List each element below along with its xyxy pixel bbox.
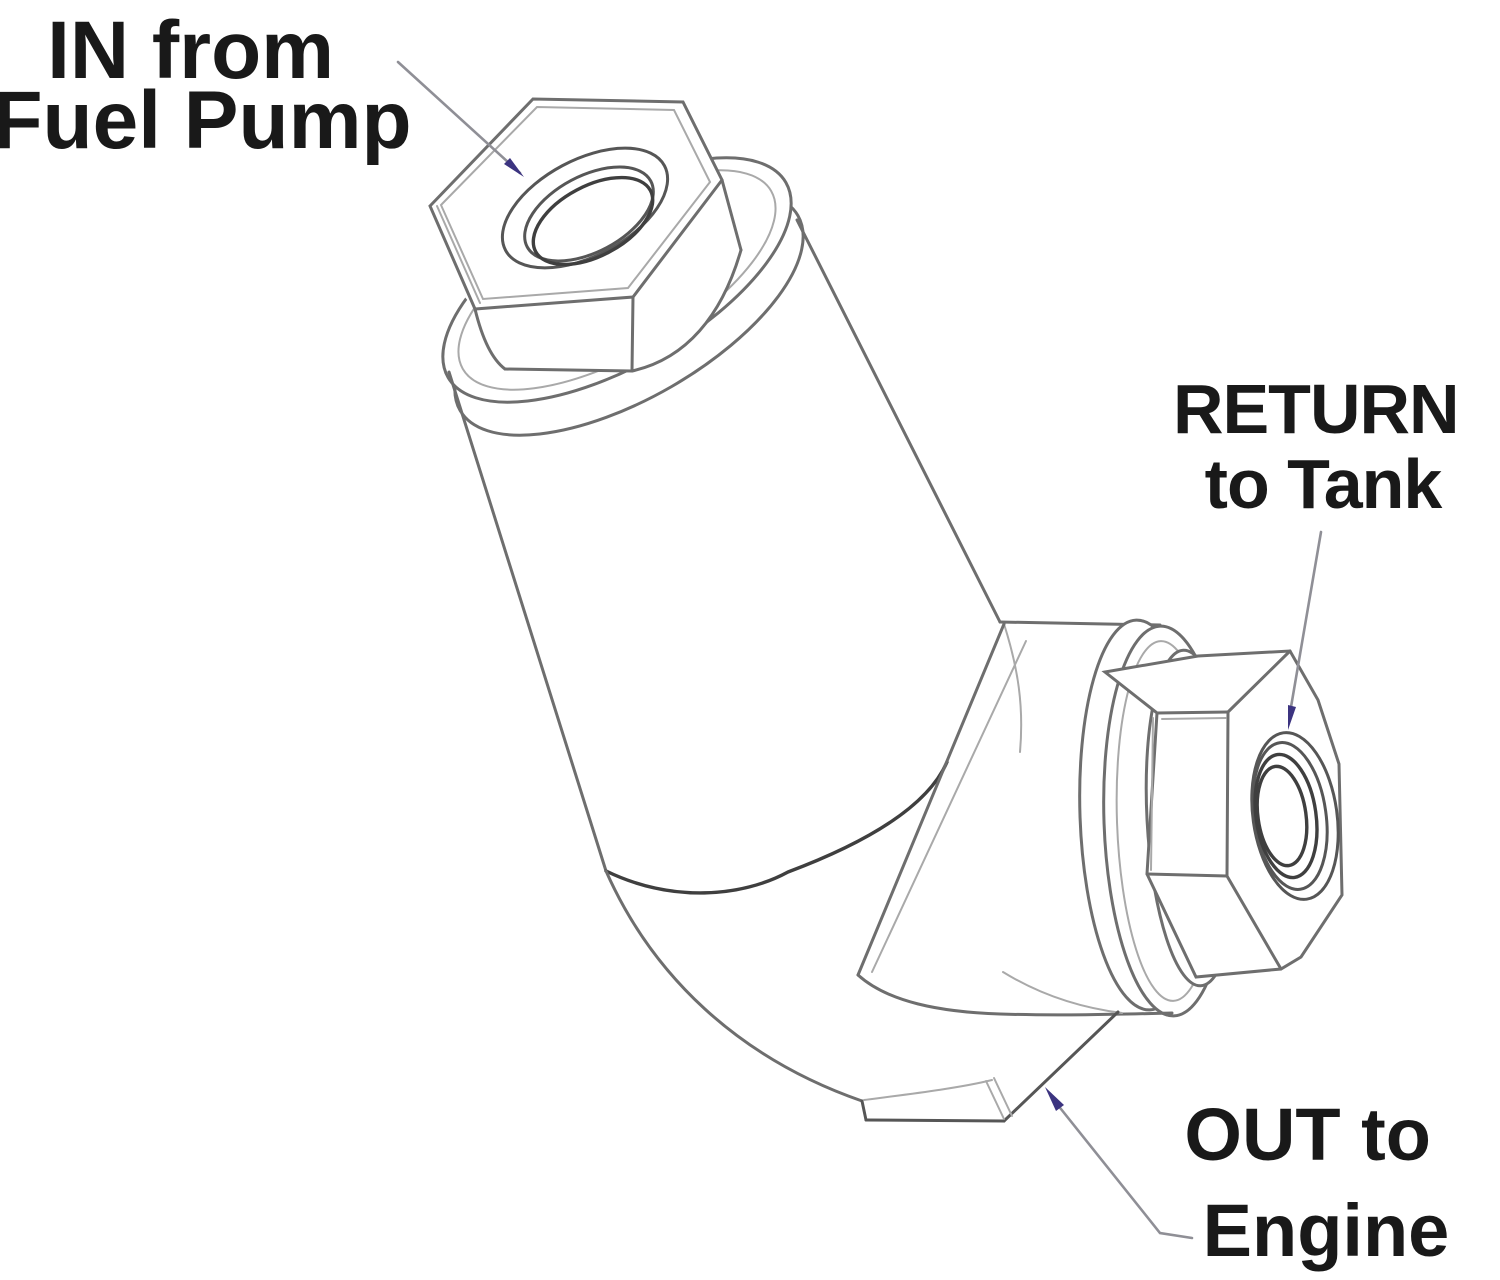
return-nut-top-bevel-edge	[1226, 649, 1292, 714]
wedge-upper-chamfer	[871, 640, 1027, 973]
return-port-label-line2: to Tank	[1205, 445, 1443, 523]
out-port-chamfer-1	[985, 1080, 1005, 1120]
in-arrowhead-icon	[504, 158, 524, 177]
boss-cylinder-intersection	[1003, 623, 1023, 753]
out-port-chamfer-2	[993, 1077, 1013, 1117]
return-nut-front-top-edge	[1155, 710, 1230, 715]
out-port-label-line1: OUT to	[1184, 1093, 1431, 1176]
cone-flange-intersection	[1002, 971, 1123, 1014]
return-hole-mid	[1251, 741, 1329, 891]
in-nut-left-chamfer	[436, 205, 481, 304]
out-port-left-edge	[860, 1099, 868, 1122]
in-leader-line	[396, 60, 522, 175]
in-hole-outer	[500, 146, 670, 270]
in-nut-right-edge	[720, 178, 743, 252]
return-port-label: RETURN to Tank	[1173, 370, 1477, 523]
wedge-upper-edge	[856, 622, 1006, 977]
in-nut-front-right-edge	[630, 295, 635, 373]
return-nut-front-bottom-edge	[1145, 872, 1229, 878]
in-hole-inner-thread	[531, 175, 655, 267]
return-arrowhead-icon	[1288, 705, 1296, 730]
out-port-right-edge	[1002, 1010, 1120, 1123]
annotations	[396, 60, 1323, 1240]
in-hole-mid	[523, 165, 655, 263]
return-port-label-line1: RETURN	[1173, 370, 1459, 448]
return-hole-thread	[1253, 752, 1319, 880]
in-nut-chamfer-ring	[439, 105, 712, 301]
housing-left-curve	[604, 869, 864, 1103]
wedge-lower-curve	[856, 973, 1174, 1017]
return-leader-line	[1289, 530, 1323, 709]
in-nut-right-bottom-edge	[630, 248, 743, 373]
in-nut-front-bottom-edge	[503, 367, 634, 373]
out-leader-line	[1055, 1102, 1194, 1240]
out-port-bottom-edge	[864, 1118, 1006, 1123]
in-port-label-line2: Fuel Pump	[0, 75, 412, 166]
return-nut-front-right-edge	[1225, 710, 1230, 878]
in-port-drawing	[428, 97, 743, 373]
in-nut-front-left-edge	[473, 307, 507, 371]
out-arrowhead-icon	[1045, 1087, 1064, 1111]
cylinder-right-edge	[795, 218, 1002, 624]
return-nut-left-chamfer	[1150, 717, 1154, 871]
in-nut-fill	[430, 99, 741, 371]
return-nut-bottom-bevel-edge	[1225, 874, 1283, 971]
in-port-label: IN from Fuel Pump	[0, 5, 412, 166]
body-silhouette-fill	[449, 220, 1172, 1121]
cylinder-bottom-arc	[604, 760, 949, 895]
out-port-drawing	[604, 622, 1174, 1123]
out-port-top-rim	[863, 1079, 993, 1101]
return-nut-top-chamfer	[1161, 717, 1227, 720]
out-port-label-line2: Engine	[1203, 1189, 1450, 1272]
out-port-label: OUT to Engine	[1184, 1093, 1451, 1272]
in-port-label-line1: IN from	[47, 5, 334, 96]
cylinder-left-edge	[447, 370, 608, 873]
return-hole-bore	[1255, 764, 1309, 868]
return-port-drawing	[998, 618, 1344, 1018]
